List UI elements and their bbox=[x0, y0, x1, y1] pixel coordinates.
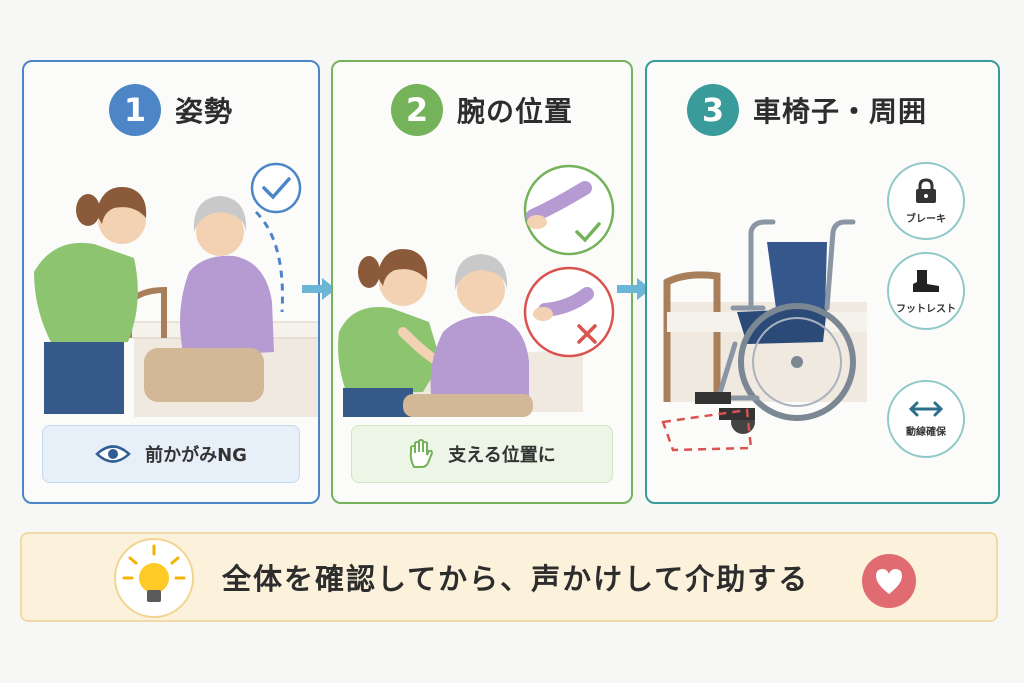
step-2-tip-text: 支える位置に bbox=[448, 445, 556, 466]
boot-icon bbox=[913, 269, 939, 292]
check-brake-label: ブレーキ bbox=[906, 213, 946, 225]
summary-banner: 全体を確認してから、声かけして介助する bbox=[20, 532, 998, 622]
step-3-panel: 3 車椅子・周囲 ブレーキ フットレスト bbox=[645, 60, 1000, 504]
step-3-number: 3 bbox=[687, 84, 739, 136]
summary-text: 全体を確認してから、声かけして介助する bbox=[222, 562, 810, 596]
step-1-tip-text: 前かがみNG bbox=[145, 445, 247, 466]
heart-icon bbox=[876, 569, 902, 594]
step-2-number: 2 bbox=[390, 84, 443, 136]
step-1-panel: 1 姿勢 前かがみNG bbox=[22, 60, 320, 504]
arm-position-illustration bbox=[338, 164, 615, 417]
lightbulb-icon bbox=[122, 544, 186, 602]
check-footrest: フットレスト bbox=[887, 252, 965, 330]
hand-icon bbox=[410, 439, 434, 468]
lightbulb-badge bbox=[114, 538, 194, 618]
wheelchair-illustration bbox=[661, 219, 867, 452]
step-2-panel: 2 腕の位置 支える位置に bbox=[331, 60, 633, 504]
step-1-number: 1 bbox=[108, 84, 161, 136]
step-1-title: 姿勢 bbox=[174, 95, 233, 128]
check-brake: ブレーキ bbox=[887, 162, 965, 240]
check-path-label: 動線確保 bbox=[906, 426, 946, 438]
step-2-header: 2 腕の位置 bbox=[333, 84, 631, 136]
step-1-tip: 前かがみNG bbox=[42, 425, 300, 483]
arrow-right-icon bbox=[302, 278, 336, 300]
posture-illustration bbox=[34, 162, 318, 417]
step-3-header: 3 車椅子・周囲 bbox=[687, 84, 998, 136]
heart-badge bbox=[862, 554, 916, 608]
step-1-header: 1 姿勢 bbox=[24, 84, 318, 136]
check-footrest-label: フットレスト bbox=[896, 303, 956, 315]
double-arrow-icon bbox=[909, 401, 943, 416]
eye-icon bbox=[95, 445, 131, 463]
step-2-tip: 支える位置に bbox=[351, 425, 613, 483]
step-2-title: 腕の位置 bbox=[456, 95, 573, 128]
check-path: 動線確保 bbox=[887, 380, 965, 458]
lock-icon bbox=[916, 177, 936, 203]
step-3-title: 車椅子・周囲 bbox=[753, 95, 928, 128]
arrow-right-icon bbox=[617, 278, 651, 300]
